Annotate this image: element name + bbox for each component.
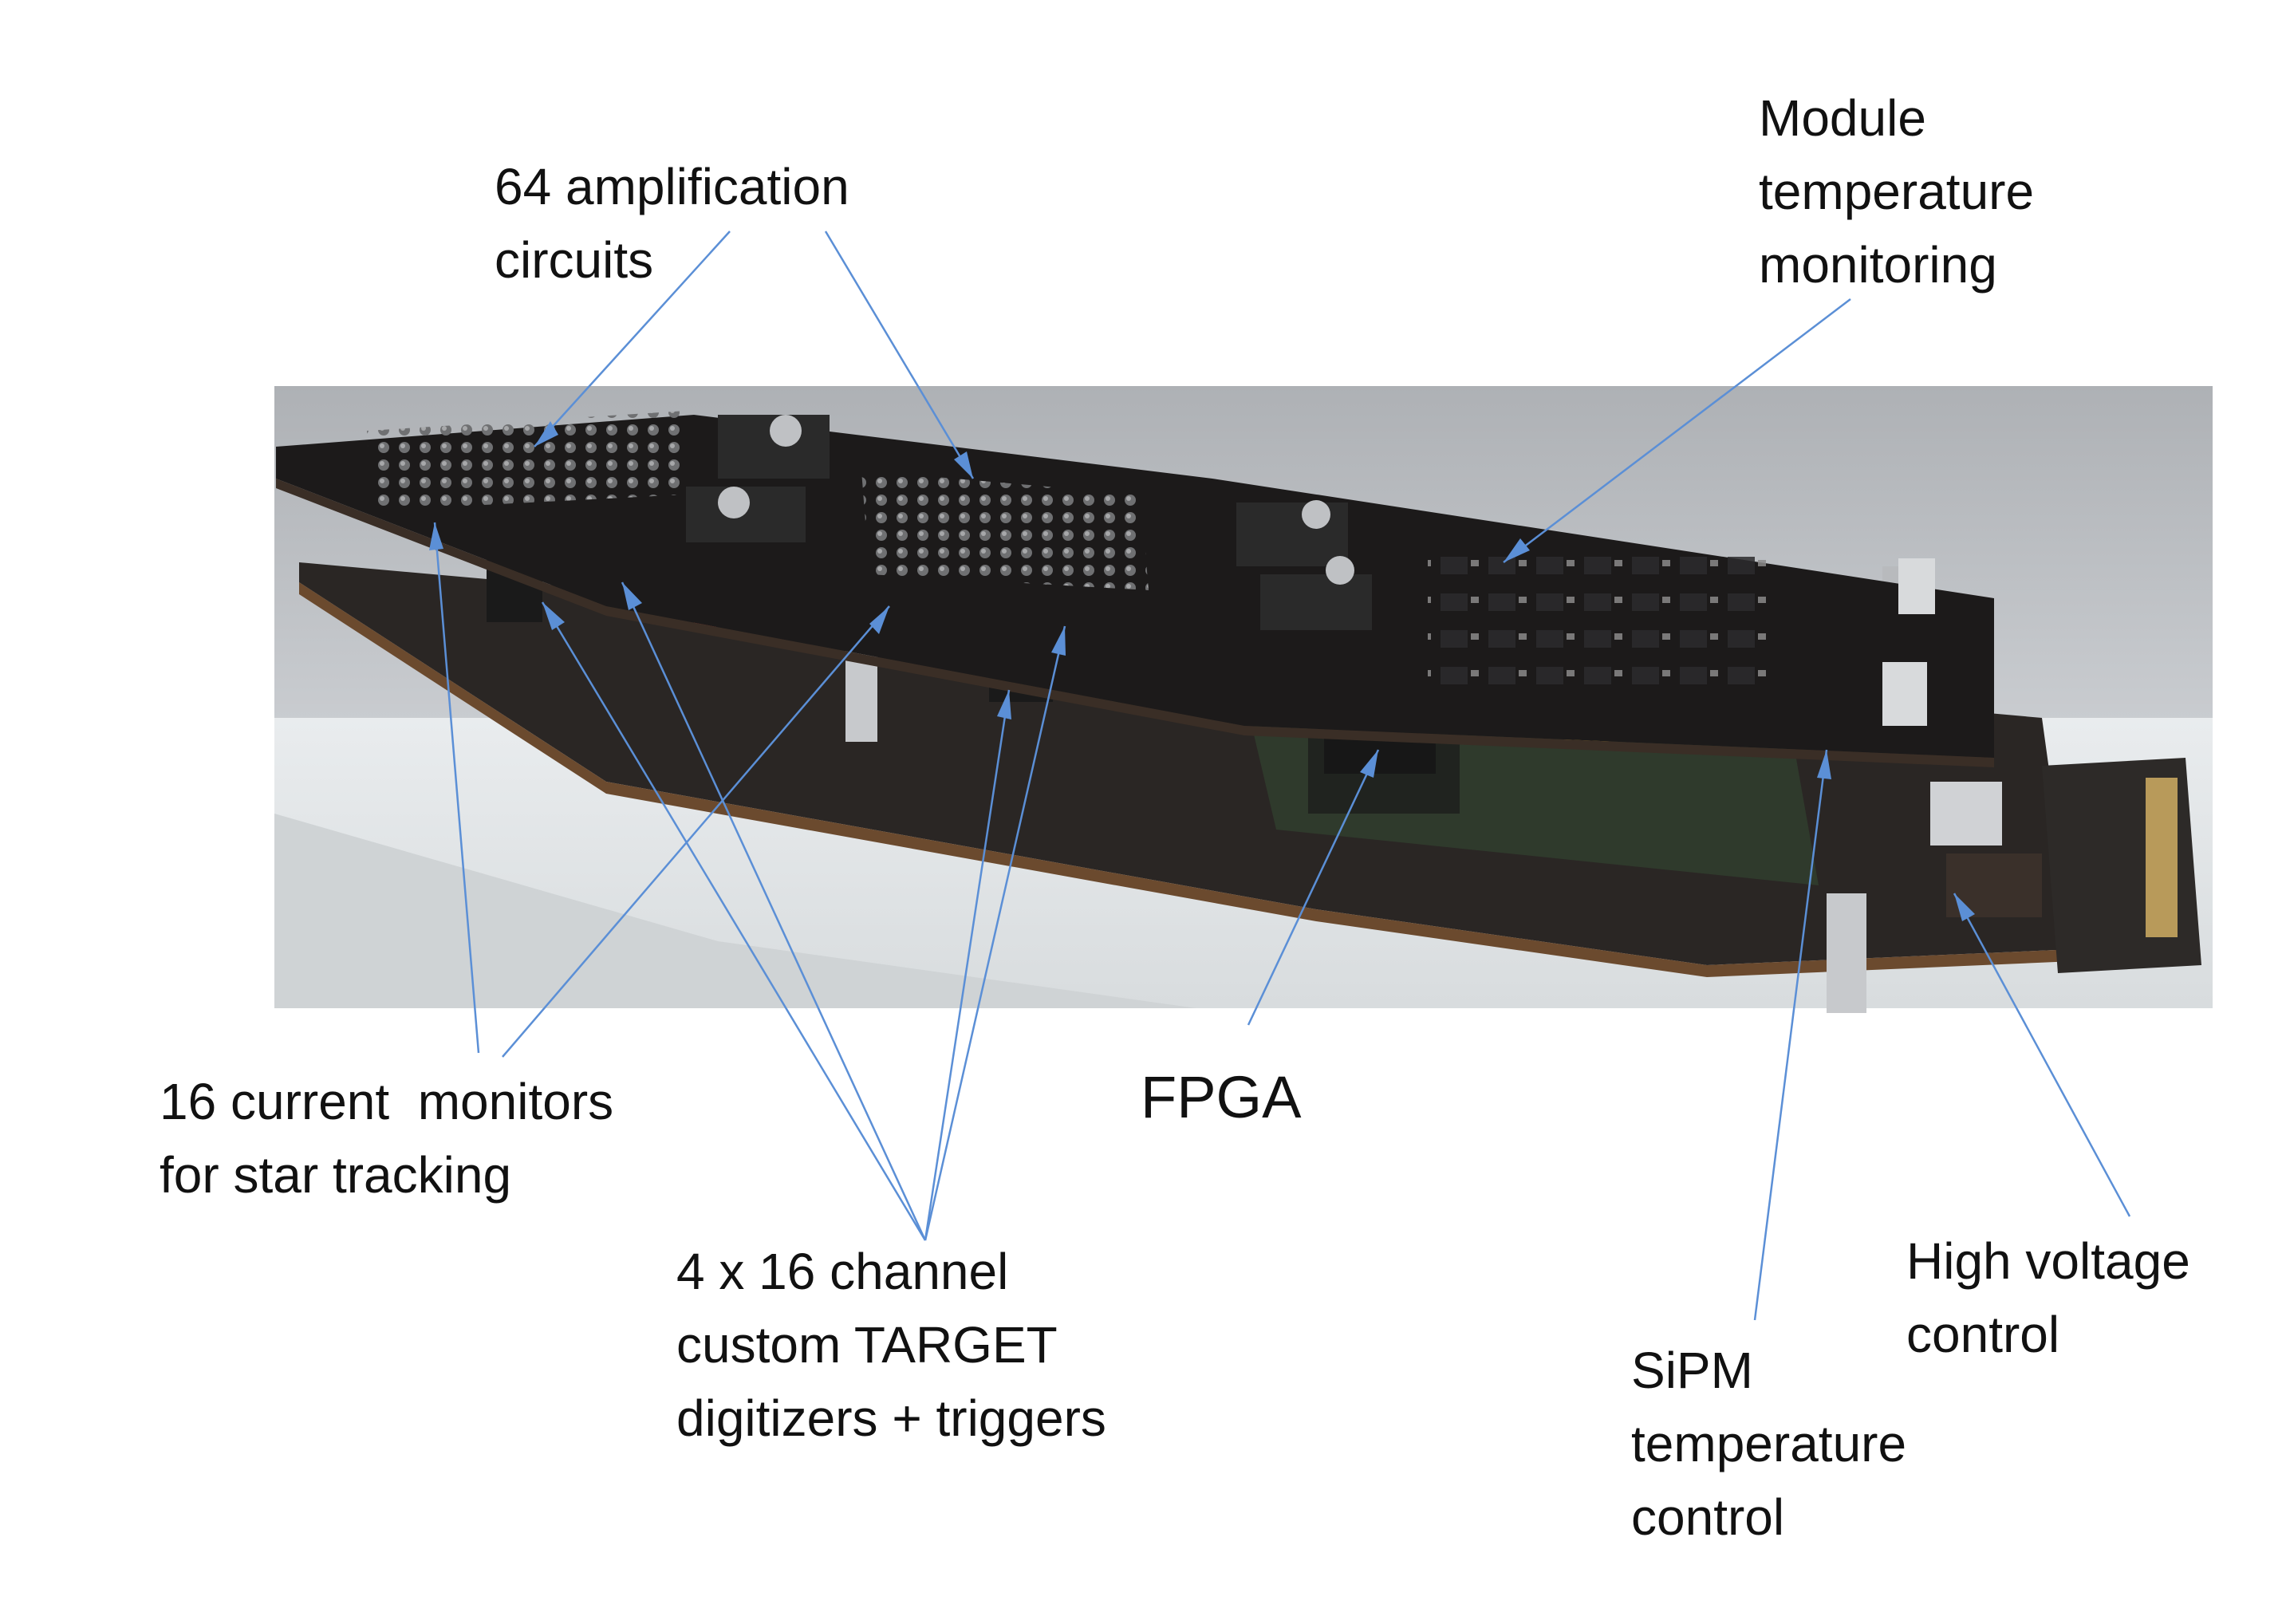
connector-block-3: [1236, 503, 1348, 566]
hex-standoff-mid: [1882, 662, 1927, 726]
leader-target-3: [924, 689, 1011, 1241]
leader-sipm: [1753, 749, 1828, 1321]
arrowhead-module-temp: [1504, 538, 1530, 562]
label-module-temp: Module temperature monitoring: [1759, 81, 2034, 302]
arrowheads: [429, 421, 1975, 921]
leader-fpga: [1247, 749, 1380, 1026]
standoff-2: [1827, 893, 1866, 1013]
leader-module-temp: [1503, 298, 1851, 563]
label-target: 4 x 16 channel custom TARGET digitizers …: [676, 1235, 1106, 1455]
label-sipm-line1: SiPM: [1631, 1342, 1753, 1399]
upper-pcb-edge: [276, 479, 1994, 767]
arrowhead-hv: [1954, 893, 1975, 921]
arrowhead-amp-left: [534, 421, 558, 447]
label-fpga: FPGA: [1141, 1061, 1301, 1134]
capacitor-top-2: [718, 487, 750, 518]
leader-lines: [433, 231, 2131, 1321]
amplification-grid-right: [861, 471, 1149, 590]
connector-block-4: [1260, 574, 1372, 630]
leader-current-left: [433, 522, 480, 1054]
amplification-grid-left: [367, 411, 686, 510]
connector-pins: [2146, 778, 2178, 937]
arrowhead-target-4: [1051, 626, 1066, 656]
label-amplification-line2: circuits: [495, 231, 654, 289]
arrowhead-current-right: [869, 606, 889, 634]
leader-amp-right: [824, 231, 975, 479]
label-sipm: SiPM temperature control: [1631, 1334, 1906, 1554]
leader-hv: [1953, 893, 2131, 1217]
label-high-voltage-line1: High voltage: [1906, 1232, 2190, 1290]
table-edge-shadow: [274, 814, 1196, 1008]
label-sipm-line3: control: [1631, 1488, 1785, 1546]
label-module-temp-line3: monitoring: [1759, 236, 1997, 294]
label-current-monitors-line1: 16 current monitors: [160, 1073, 614, 1130]
ic-region: [1428, 550, 1771, 686]
board-photo: [274, 386, 2213, 1013]
capacitor-top-1: [770, 415, 802, 447]
label-target-line2: custom TARGET: [676, 1316, 1058, 1374]
label-high-voltage-line2: control: [1906, 1306, 2060, 1363]
label-fpga-line1: FPGA: [1141, 1064, 1302, 1130]
arrowhead-amp-right: [954, 451, 973, 479]
arrowhead-target-2: [622, 582, 642, 610]
label-amplification-line1: 64 amplification: [495, 158, 849, 215]
leader-target-4: [924, 625, 1066, 1241]
label-high-voltage: High voltage control: [1906, 1224, 2190, 1371]
arrowhead-sipm: [1817, 750, 1831, 779]
arrowhead-target-1: [542, 602, 565, 630]
leader-amp-left: [534, 231, 731, 447]
capacitor-top-3: [1302, 500, 1330, 529]
label-target-line1: 4 x 16 channel: [676, 1243, 1009, 1300]
aluminium-bracket: [1930, 782, 2002, 846]
label-module-temp-line1: Module: [1759, 89, 1926, 147]
label-current-monitors: 16 current monitors for star tracking: [160, 1065, 613, 1212]
leader-current-right: [502, 605, 890, 1058]
label-amplification: 64 amplification circuits: [495, 150, 849, 297]
arrowhead-current-left: [429, 522, 443, 550]
leader-target-2: [621, 581, 927, 1241]
arrowhead-target-3: [997, 690, 1011, 719]
arrowhead-fpga: [1360, 750, 1378, 778]
label-current-monitors-line2: for star tracking: [160, 1146, 512, 1204]
hex-standoff-top: [1898, 558, 1935, 614]
label-target-line3: digitizers + triggers: [676, 1389, 1106, 1447]
leader-target-1: [541, 601, 927, 1241]
label-module-temp-line2: temperature: [1759, 163, 2035, 220]
capacitor-top-4: [1326, 556, 1354, 585]
label-sipm-line2: temperature: [1631, 1415, 1907, 1472]
